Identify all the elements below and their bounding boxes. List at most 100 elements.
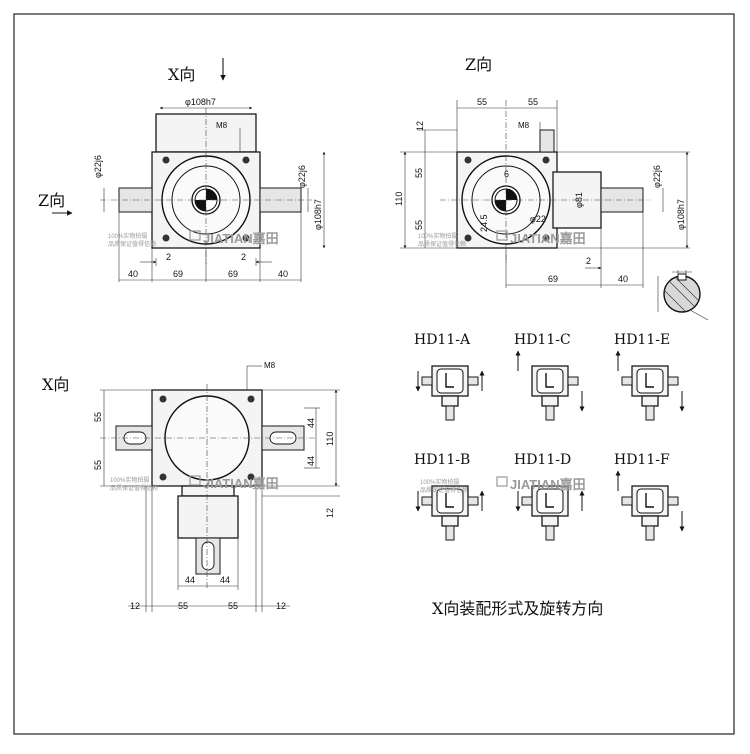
dim-phi22-left: φ22j6 (93, 155, 103, 178)
bolt-hole-icon (542, 234, 550, 242)
dim-v-55-top: 55 (414, 168, 424, 178)
variant-hd11-d: HD11-D (514, 452, 585, 541)
dim-phi108-right: φ108h7 (676, 199, 686, 230)
dim-69-right: 69 (228, 269, 238, 279)
dim-key-24.5: 24.5 (479, 214, 489, 232)
dim-v-12: 12 (325, 508, 335, 518)
dim-40: 40 (618, 274, 628, 284)
dim-55-top-right: 55 (528, 97, 538, 107)
top-boss (539, 129, 555, 153)
z-view: Z向 55 55 M8 12 110 55 55 (394, 55, 690, 288)
variant-left-shaft (421, 496, 433, 506)
variant-vertical-shaft (545, 405, 555, 421)
bolt-hole-icon (242, 234, 250, 242)
dim-44-shaft-left: 44 (185, 575, 195, 585)
dim-40-right: 40 (278, 269, 288, 279)
shaft-section-detail (657, 270, 709, 321)
dim-44-right-top: 44 (306, 418, 316, 428)
dim-m8: M8 (518, 121, 530, 130)
dim-phi22-shaft: φ22j6 (652, 165, 662, 188)
dim-44-right-bottom: 44 (306, 456, 316, 466)
variant-label: HD11-A (414, 332, 471, 348)
variant-right-shaft (467, 376, 479, 386)
dim-key-6: 6 (504, 169, 509, 179)
bolt-hole-icon (159, 395, 167, 403)
z-arrow-label: Z向 (38, 191, 65, 210)
dim-phi22-right: φ22j6 (297, 165, 307, 188)
dim-69: 69 (548, 274, 558, 284)
lower-keyway (201, 541, 215, 571)
bolt-hole-icon (162, 234, 170, 242)
x-view-top-heading: X向 (168, 65, 195, 84)
dim-55-bottom-right: 55 (228, 601, 238, 611)
variant-vertical-shaft (645, 405, 655, 421)
bolt-hole-icon (542, 156, 550, 164)
variant-vertical-shaft (445, 405, 455, 421)
dim-v-55-bottom: 55 (414, 220, 424, 230)
bolt-hole-icon (242, 156, 250, 164)
dim-44-shaft-right: 44 (220, 575, 230, 585)
lower-flange (177, 495, 239, 539)
variant-hd11-a: HD11-A (414, 332, 485, 421)
watermark-brand: JIATIAN嘉田 (510, 477, 586, 492)
variant-label: HD11-E (614, 332, 670, 348)
variant-label: HD11-F (614, 452, 670, 468)
dim-gap-left: 2 (166, 252, 171, 262)
watermark-line2: 品质保证值得信赖 (108, 240, 156, 248)
dim-flange-81: φ81 (574, 192, 584, 208)
camera-icon (496, 230, 508, 241)
variant-right-shaft (667, 376, 679, 386)
bolt-hole-icon (247, 395, 255, 403)
variant-left-shaft (421, 376, 433, 386)
bolt-hole-icon (159, 473, 167, 481)
dim-v-12: 12 (415, 121, 425, 131)
watermark-brand: JIATIAN嘉田 (510, 231, 586, 246)
z-view-heading: Z向 (465, 55, 492, 74)
variant-label: HD11-D (514, 452, 571, 468)
variant-left-shaft (521, 496, 533, 506)
dim-gap-right: 2 (241, 252, 246, 262)
dim-12-bottom-right: 12 (276, 601, 286, 611)
dim-v-110: 110 (394, 192, 404, 206)
dim-phi108-top: φ108h7 (185, 97, 216, 107)
camera-icon (496, 476, 508, 487)
x-view-bottom: X向 M8 55 55 44 44 110 (42, 361, 340, 612)
variant-left-shaft (621, 376, 633, 386)
variant-left-shaft (621, 496, 633, 506)
dim-55-top-left: 55 (477, 97, 487, 107)
camera-icon (189, 475, 201, 486)
watermark-line1: 100%实物拍摄 (420, 478, 459, 486)
sheet-frame (13, 13, 735, 735)
variant-right-shaft (567, 376, 579, 386)
center-mark-quadrant (206, 189, 217, 200)
dim-phi108-right: φ108h7 (313, 199, 323, 230)
variant-right-shaft (667, 496, 679, 506)
variant-hd11-f: HD11-F (614, 452, 685, 541)
dim-55-left-top: 55 (93, 412, 103, 422)
watermark-line1: 100%实物拍摄 (418, 232, 457, 240)
bolt-hole-icon (162, 156, 170, 164)
variant-hd11-b: HD11-B (414, 452, 485, 541)
variant-hd11-e: HD11-E (614, 332, 685, 421)
variant-vertical-shaft (645, 525, 655, 541)
watermark-line1: 100%实物拍摄 (110, 476, 149, 484)
watermark-brand: JIATIAN嘉田 (203, 231, 279, 246)
x-view-bottom-heading: X向 (42, 375, 69, 394)
watermark-line2: 品质保证值得信赖 (420, 486, 468, 494)
center-mark-quadrant (195, 200, 206, 211)
watermark-brand: JIATIAN嘉田 (203, 476, 279, 491)
variant-vertical-shaft (445, 525, 455, 541)
dim-12-bottom-left: 12 (130, 601, 140, 611)
dim-55-left-bottom: 55 (93, 460, 103, 470)
watermark-line1: 100%实物拍摄 (108, 232, 147, 240)
dim-m8: M8 (264, 361, 276, 370)
dim-m8: M8 (216, 121, 228, 130)
dim-gap: 2 (586, 256, 591, 266)
bolt-hole-icon (247, 473, 255, 481)
dim-40-left: 40 (128, 269, 138, 279)
watermark-line2: 品质保证值得信赖 (418, 240, 466, 248)
x-view-top: X向 φ108h7 M8 φ22j6 φ22j6 (38, 58, 326, 282)
bolt-hole-icon (464, 234, 472, 242)
